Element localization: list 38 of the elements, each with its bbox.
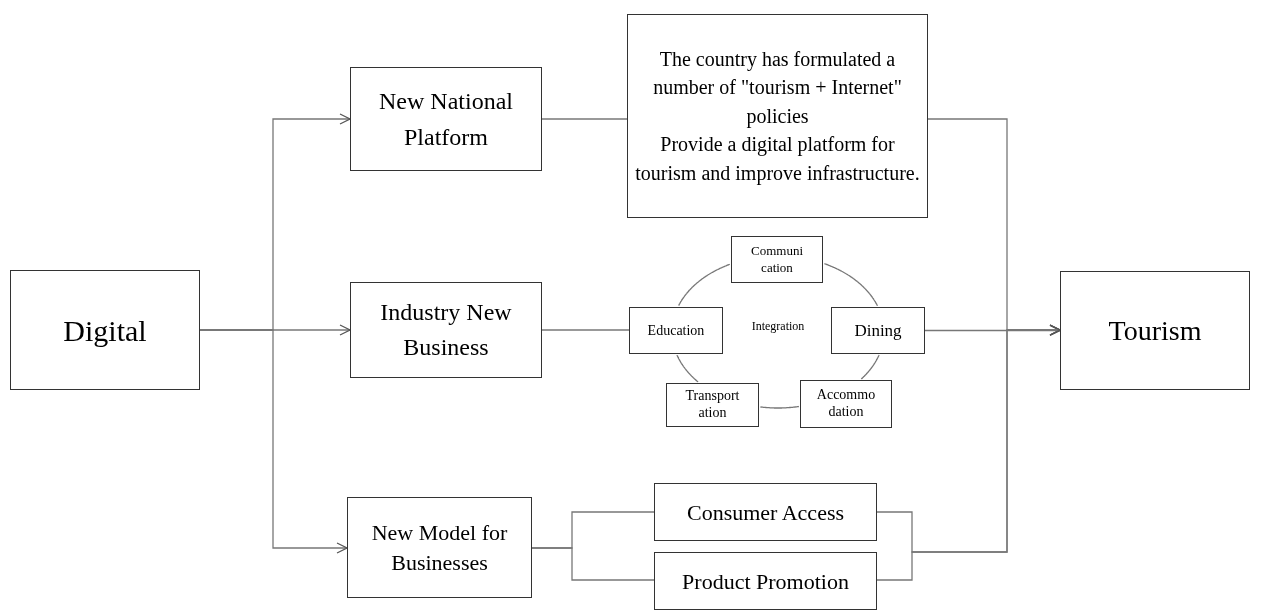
connector bbox=[541, 329, 630, 331]
box-label: Provide a digital platform for tourism and improve infrastructure. bbox=[634, 132, 921, 187]
process-box bbox=[350, 282, 542, 378]
connector bbox=[676, 354, 699, 383]
connector bbox=[823, 263, 879, 307]
process-box bbox=[654, 483, 877, 541]
box-label: Accommo dation bbox=[815, 387, 877, 421]
ring-center-label: Integration bbox=[751, 318, 805, 335]
process-box bbox=[629, 307, 723, 354]
process-box bbox=[731, 236, 823, 283]
box-label: Communi cation bbox=[750, 243, 804, 276]
process-box bbox=[666, 383, 759, 427]
connector bbox=[759, 405, 800, 409]
box-label: Industry New Business bbox=[379, 298, 513, 362]
process-box bbox=[654, 552, 877, 610]
process-box bbox=[10, 270, 200, 390]
process-box bbox=[800, 380, 892, 428]
process-box bbox=[347, 497, 532, 598]
connector bbox=[531, 547, 655, 581]
box-label: Transport ation bbox=[684, 388, 741, 422]
box-label: Digital bbox=[63, 312, 147, 349]
connector bbox=[860, 354, 880, 380]
connector bbox=[677, 263, 731, 307]
box-label: Consumer Access bbox=[687, 498, 844, 527]
box-label: New Model for Businesses bbox=[370, 518, 509, 577]
box-label: Tourism bbox=[1108, 313, 1202, 348]
box-label: New National Platform bbox=[378, 87, 514, 152]
connector bbox=[924, 324, 1061, 337]
box-label: Education bbox=[647, 322, 705, 340]
process-box bbox=[831, 307, 925, 354]
connector bbox=[541, 118, 628, 120]
connector bbox=[199, 329, 348, 554]
box-label: The country has formulated a number of "tourism + Internet" policies bbox=[652, 47, 903, 130]
box-label: Dining bbox=[854, 319, 902, 342]
box-label: Product Promotion bbox=[682, 567, 849, 596]
process-box bbox=[627, 14, 928, 218]
process-box bbox=[350, 67, 542, 171]
process-box bbox=[1060, 271, 1250, 390]
